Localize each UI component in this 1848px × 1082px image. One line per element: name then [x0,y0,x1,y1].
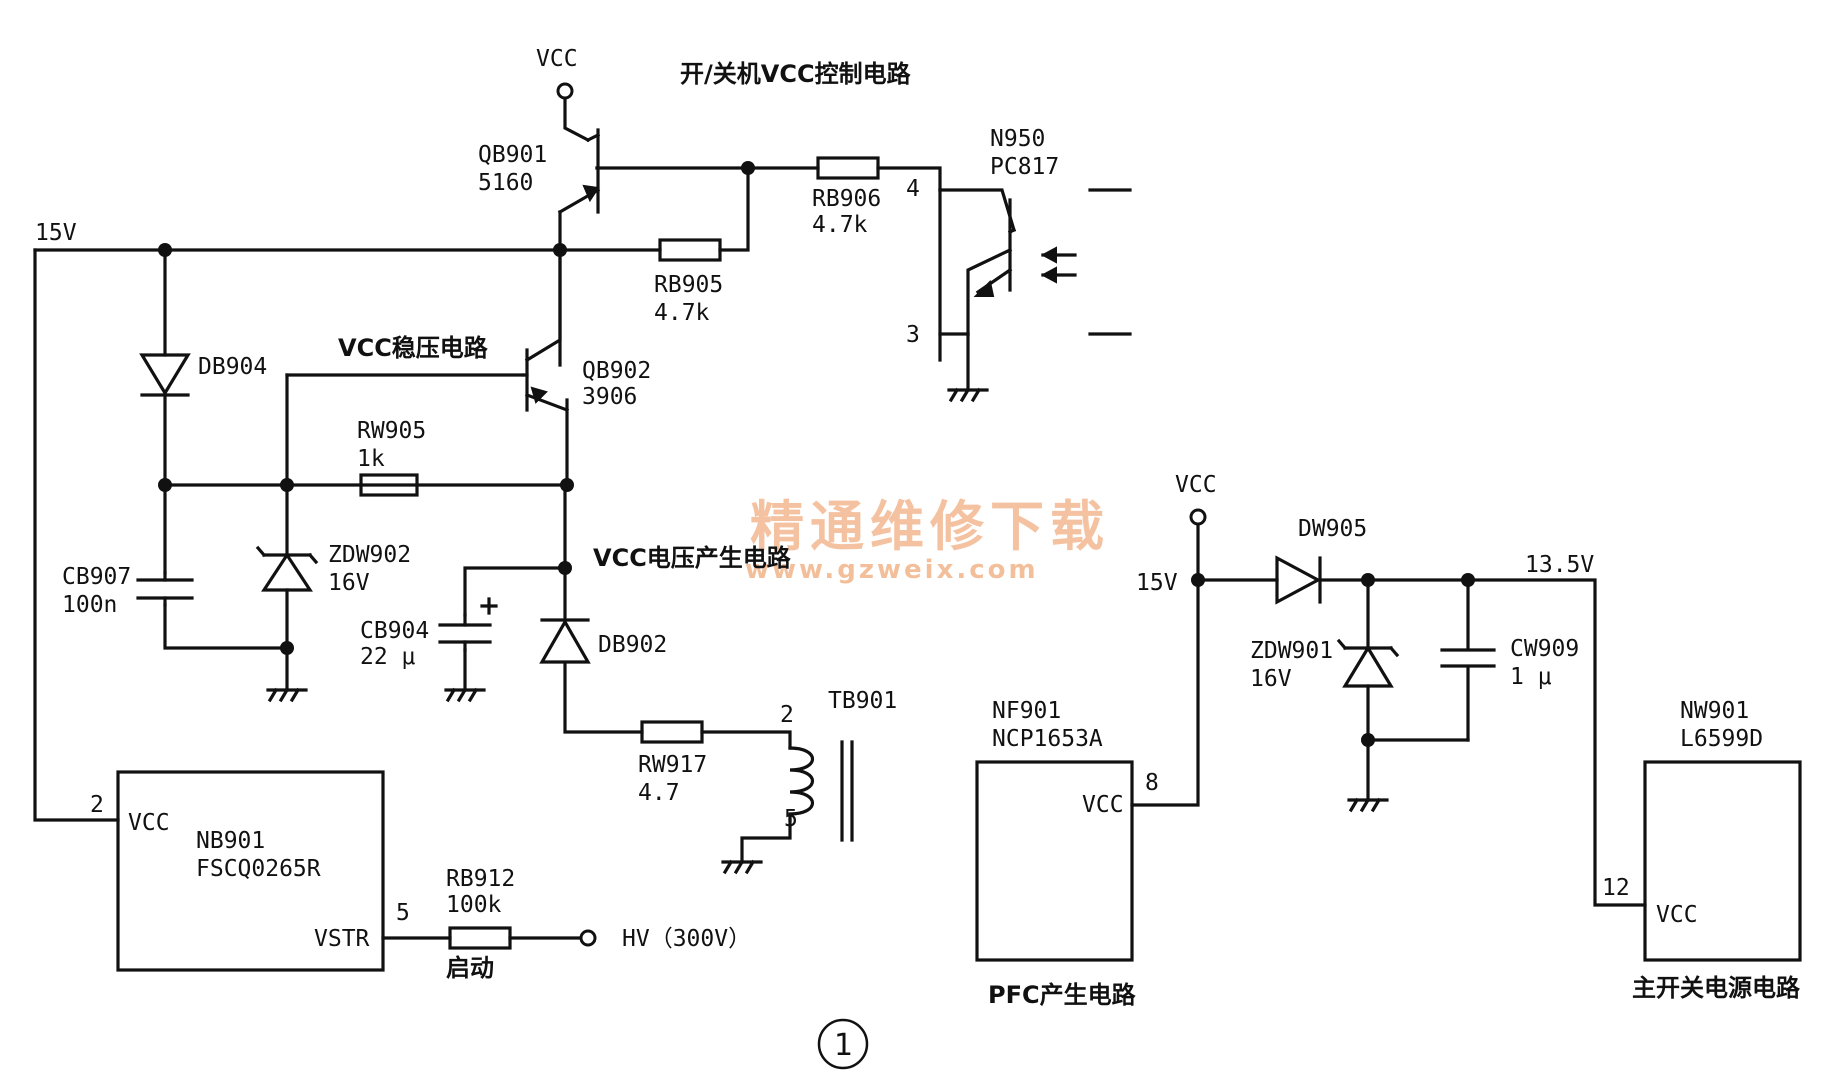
title-pfc: PFC产生电路 [988,981,1137,1009]
label-cb904-value: 22 μ [360,644,416,670]
label-qb902-value: 3906 [582,384,637,410]
label-13v5: 13.5V [1525,552,1594,578]
label-n950-value: PC817 [990,154,1059,180]
resistor-rb905 [658,238,722,262]
phototransistor-n950 [966,227,1077,336]
transistor-qb901 [557,128,601,215]
figure-number-digit: 1 [834,1028,853,1063]
wires-right [1130,523,1647,907]
ic-nb901 [116,770,385,972]
label-zdw901-value: 16V [1250,666,1292,692]
label-zdw901-ref: ZDW901 [1250,638,1333,664]
label-tb901-pin5: 5 [784,806,798,832]
label-cw909-ref: CW909 [1510,636,1579,662]
label-15v-right: 15V [1136,570,1178,596]
label-nw901-value: L6599D [1680,726,1763,752]
diode-db904 [139,353,191,397]
label-nf901-pin8: 8 [1145,770,1159,796]
resistor-rb906 [816,156,880,180]
transformer-tb901 [788,740,854,842]
diode-db902 [539,618,591,664]
label-qb901-value: 5160 [478,170,533,196]
watermark-cn: 精通维修下载 [750,495,1110,558]
label-cb904-ref: CB904 [360,618,429,644]
zener-zdw902 [255,545,319,592]
vcc-terminal-right [1189,508,1207,526]
label-cb907-ref: CB907 [62,564,131,590]
label-nb901-vcc: VCC [128,810,170,836]
label-nb901-vstr: VSTR [314,926,370,952]
label-dw905-ref: DW905 [1298,516,1367,542]
label-rw917-value: 4.7 [638,780,680,806]
capacitor-cb904 [438,597,498,652]
label-n950-pin4: 4 [906,176,920,202]
title-onoff: 开/关机VCC控制电路 [680,60,912,88]
capacitor-cw909 [1440,648,1496,668]
title-generator: VCC电压产生电路 [593,544,792,572]
label-vcc-top: VCC [536,46,578,72]
label-zdw902-value: 16V [328,570,370,596]
resistor-rw905 [359,473,419,497]
label-15v-left: 15V [35,220,77,246]
label-cb907-value: 100n [62,592,117,618]
label-nb901-pin5: 5 [396,900,410,926]
watermark-url: www.gzweix.com [745,555,1039,585]
label-n950-ref: N950 [990,126,1045,152]
ic-nf901 [975,760,1134,962]
title-regulator: VCC稳压电路 [338,334,489,362]
label-rw905-value: 1k [357,446,385,472]
label-rw917-ref: RW917 [638,752,707,778]
label-rw905-ref: RW905 [357,418,426,444]
junction-dots [158,161,1475,747]
label-rb906-value: 4.7k [812,212,868,238]
label-vcc-right: VCC [1175,472,1217,498]
ic-nw901 [1643,760,1802,962]
label-qb901-ref: QB901 [478,142,547,168]
label-nb901-pin2: 2 [90,792,104,818]
label-rb905-ref: RB905 [654,272,723,298]
label-nw901-pin12: 12 [1602,875,1630,901]
vcc-terminal-top [556,82,574,100]
label-rb905-value: 4.7k [654,300,710,326]
label-hv: HV（300V） [622,926,751,952]
label-nf901-vcc: VCC [1082,792,1124,818]
label-zdw902-ref: ZDW902 [328,542,411,568]
label-n950-pin3: 3 [906,322,920,348]
label-db902-ref: DB902 [598,632,667,658]
label-nw901-vcc: VCC [1656,902,1698,928]
capacitor-cb907 [136,571,194,607]
title-main-smps: 主开关电源电路 [1632,974,1801,1002]
transistor-qb902 [521,248,570,413]
label-nf901-ref: NF901 [992,698,1061,724]
label-rb912-value: 100k [446,892,502,918]
label-rb912-ref: RB912 [446,866,515,892]
label-cw909-value: 1 μ [1510,664,1552,690]
label-nb901-ref: NB901 [196,828,265,854]
resistors [359,156,880,950]
label-tb901-pin2: 2 [780,702,794,728]
figure-number-circle [817,1018,869,1070]
hv-terminal [579,929,597,947]
label-nb901-value: FSCQ0265R [196,856,321,882]
zener-zdw901 [1336,638,1400,688]
label-nf901-value: NCP1653A [992,726,1103,752]
label-db904-ref: DB904 [198,354,267,380]
label-rb912-note: 启动 [446,954,494,982]
terminals [556,82,1207,947]
label-tb901-ref: TB901 [828,688,897,714]
diode-dw905 [1275,555,1322,605]
resistor-rb912 [448,926,512,950]
label-rb906-ref: RB906 [812,186,881,212]
resistor-rw917 [640,720,704,744]
label-nw901-ref: NW901 [1680,698,1749,724]
grounds [266,387,1389,875]
label-qb902-ref: QB902 [582,358,651,384]
